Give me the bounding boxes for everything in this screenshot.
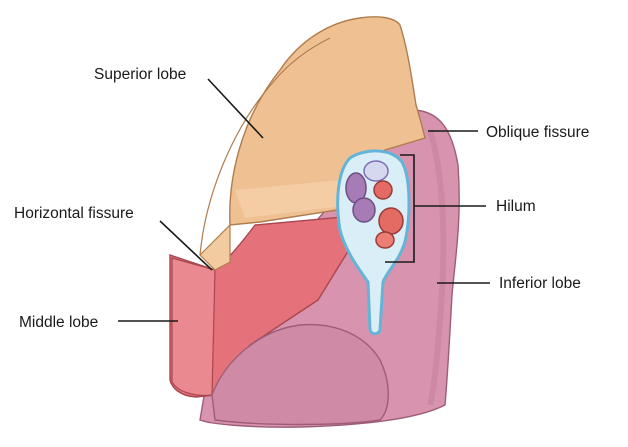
pulmonary-vessel bbox=[379, 208, 403, 234]
label-oblique-fissure: Oblique fissure bbox=[486, 124, 589, 141]
label-horizontal-fissure: Horizontal fissure bbox=[14, 205, 134, 222]
label-middle-lobe: Middle lobe bbox=[19, 314, 98, 331]
pulmonary-vessel bbox=[364, 161, 388, 181]
pulmonary-vessel bbox=[374, 181, 392, 199]
pulmonary-vessel bbox=[376, 232, 394, 248]
label-hilum: Hilum bbox=[496, 198, 536, 215]
label-inferior-lobe: Inferior lobe bbox=[499, 275, 581, 292]
label-superior-lobe: Superior lobe bbox=[94, 66, 186, 83]
pulmonary-vessel bbox=[353, 198, 375, 222]
